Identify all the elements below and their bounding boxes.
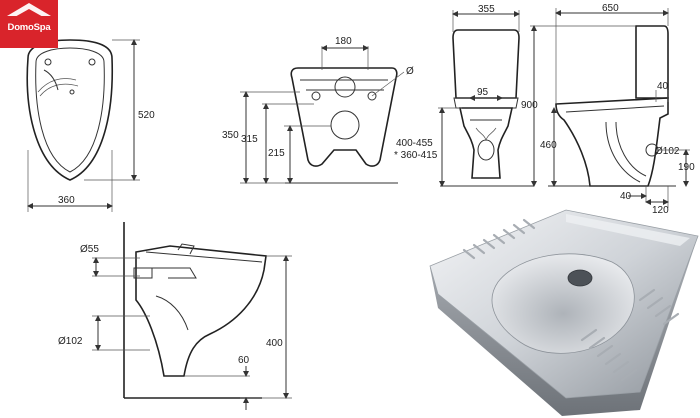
floor-front-inner-label: 95	[477, 87, 489, 98]
wall-side-outlet-diameter-label: Ø102	[58, 336, 83, 347]
floor-front-width-label: 355	[478, 4, 495, 15]
floor-side-total-height-label: 900	[521, 100, 538, 111]
view-wall-side: Ø55 Ø102 400 60	[58, 222, 292, 410]
floor-side-cistern	[635, 25, 669, 99]
floor-side-pipe-top-label: 40	[657, 81, 669, 92]
wall-side-bottom-offset-label: 60	[238, 355, 250, 366]
wall-front-width-label: 180	[335, 36, 352, 47]
wall-bowl-outline	[290, 67, 398, 167]
wall-front-h3-label: 215	[268, 148, 285, 159]
floor-front-bowl	[459, 107, 513, 179]
seat-width-label: 360	[58, 195, 75, 206]
wall-front-h2-label: 315	[241, 134, 258, 145]
floor-side-depth-label: 650	[602, 3, 619, 14]
view-wall-front: 180 Ø 350 315 215	[222, 36, 414, 184]
floor-side-offset-a-label: 40	[620, 191, 632, 202]
brand-name: DomoSpa	[7, 22, 51, 33]
floor-side-offset-b-label: 120	[652, 205, 669, 216]
view-seat-top: 520 360	[26, 39, 155, 212]
floor-front-height-alt-label: * 360-415	[394, 150, 438, 161]
squat-toilet-foot-ridges-right	[580, 288, 680, 382]
seat-outline	[26, 39, 114, 181]
floor-side-seat-height-label: 460	[540, 140, 557, 151]
wall-front-diameter-label: Ø	[406, 66, 414, 77]
squat-toilet-photo	[429, 209, 699, 416]
view-floor-side: 650 900 460 40 Ø102 190 40 120	[521, 3, 695, 216]
wall-side-inlet-diameter-label: Ø55	[80, 244, 99, 255]
floor-side-outlet-height-label: 190	[678, 162, 695, 173]
floor-side-outlet-diameter-label: Ø102	[655, 146, 680, 157]
domospa-logo: DomoSpa	[0, 0, 58, 48]
view-floor-front: 355 95 400-455 * 360-415	[394, 4, 534, 187]
seat-height-label: 520	[138, 110, 155, 121]
wall-front-h1-label: 350	[222, 130, 239, 141]
floor-side-bowl	[555, 97, 669, 187]
wall-side-height-label: 400	[266, 338, 283, 349]
squat-toilet-foot-ridges-left	[462, 218, 536, 260]
logo-roof-inner-icon	[13, 9, 45, 18]
squat-toilet-drain-hole	[567, 269, 593, 287]
wall-side-bowl	[135, 245, 267, 377]
floor-front-height-range-label: 400-455	[396, 138, 433, 149]
